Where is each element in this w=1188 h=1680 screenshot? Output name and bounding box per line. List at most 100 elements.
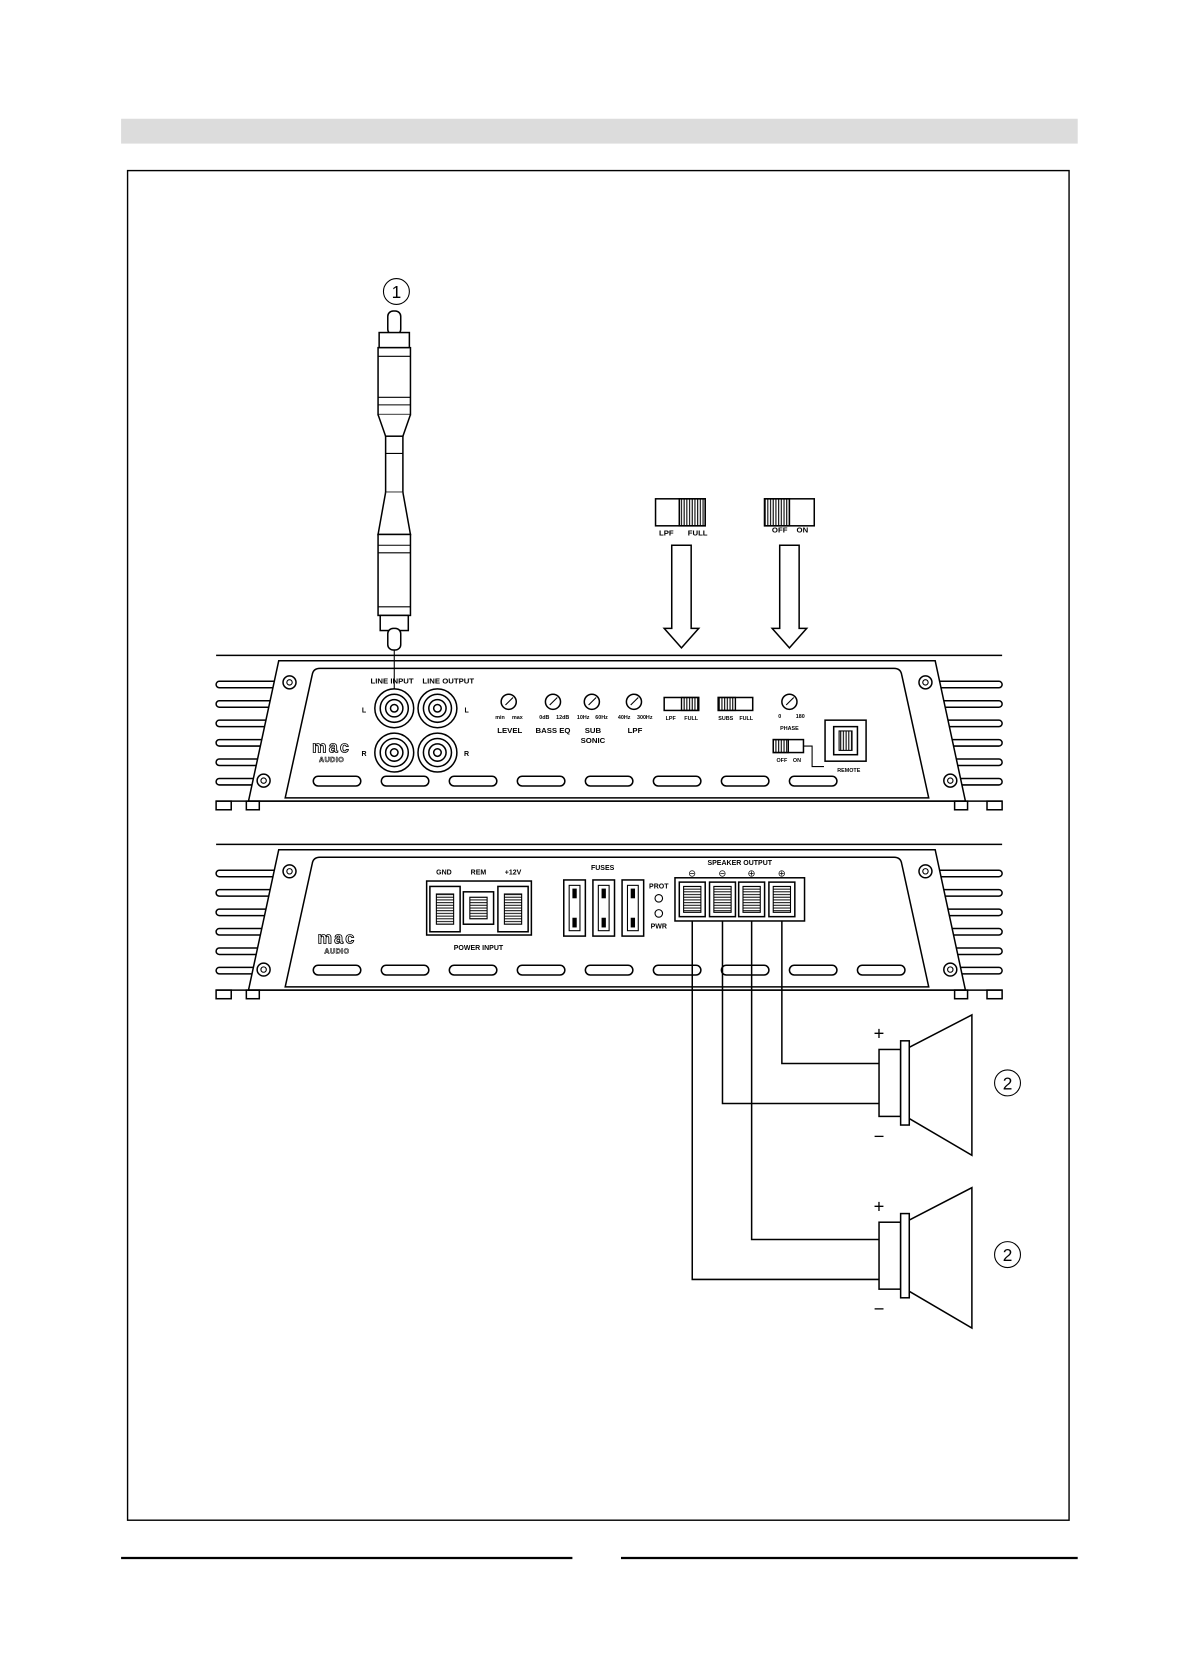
level-min-label: min	[495, 715, 505, 721]
amplifier-front-body	[216, 655, 1002, 809]
rca-top-pin	[388, 311, 401, 335]
remote-inset-slider	[765, 499, 790, 526]
amplifier-front-panel: mac AUDIO LINE INPUT LINE OUTPUT L L R R	[312, 676, 866, 774]
speaker-2: + −	[874, 1188, 972, 1328]
heat-sink-fin-left	[216, 740, 262, 746]
heat-sink-fin-right	[940, 870, 1003, 876]
panel-screw	[257, 963, 270, 976]
heat-sink-fin-left	[216, 701, 270, 707]
rca-bottom-pin	[388, 628, 401, 650]
line-output-r-jack	[418, 733, 457, 772]
chassis-foot	[987, 990, 1002, 999]
panel-screw	[283, 865, 296, 878]
panel-screw	[283, 676, 296, 689]
vent-slot	[381, 965, 429, 975]
vent-slot	[585, 965, 633, 975]
rca-cable-lead	[386, 436, 403, 492]
fuse-holder	[622, 880, 644, 936]
level-label: LEVEL	[497, 726, 522, 735]
speaker-1-minus-sign: −	[874, 1125, 885, 1146]
speaker-terminal-screw	[714, 886, 731, 912]
fuse-3	[622, 880, 644, 936]
speaker-cone	[909, 1188, 972, 1328]
lpf-max-label: 300Hz	[637, 715, 653, 721]
remote-down-arrow	[772, 545, 807, 648]
crossover-switch-slider	[681, 697, 698, 710]
panel-screw-head	[923, 869, 928, 874]
pwr-led	[655, 910, 663, 918]
speaker-2-plus-sign: +	[874, 1195, 885, 1216]
rca-bottom-body	[378, 534, 410, 615]
heat-sink-fin-left	[216, 870, 274, 876]
rca-top-strain-relief	[378, 415, 410, 437]
gnd-terminal-screw	[436, 894, 453, 924]
panel-screw-head	[287, 680, 292, 685]
vent-slot	[789, 776, 837, 786]
chassis-foot	[955, 990, 968, 999]
panel-screw	[919, 865, 932, 878]
level-max-label: max	[512, 715, 523, 721]
heat-sink-fin-left	[216, 890, 270, 896]
speaker-frame-plate	[901, 1041, 910, 1125]
input-channel-l-label: L	[362, 708, 367, 715]
callout-2-number: 2	[1003, 1245, 1013, 1265]
remote-port-label: REMOTE	[837, 768, 860, 774]
plus12v-label: +12V	[505, 870, 522, 877]
power-input-label: POWER INPUT	[454, 945, 504, 952]
chassis-foot	[246, 801, 259, 810]
crossover-switch-inset: LPF FULL	[656, 499, 708, 648]
heat-sink-fin-left	[216, 909, 266, 915]
vent-slot	[721, 776, 769, 786]
phase-min-label: 0	[778, 714, 781, 720]
line-output-label: LINE OUTPUT	[422, 676, 474, 685]
speaker-frame-plate	[901, 1214, 910, 1298]
lpf-min-label: 40Hz	[618, 715, 631, 721]
panel-screw-head	[948, 967, 953, 972]
heat-sink-fin-left	[216, 948, 257, 954]
remote-switch-inset: OFF ON	[765, 499, 815, 648]
phase-label: PHASE	[780, 726, 799, 732]
crossover-switch-right-label: FULL	[684, 716, 698, 722]
plus12v-terminal-screw	[504, 894, 521, 924]
vent-slot	[517, 965, 565, 975]
fuse-holder	[593, 880, 615, 936]
phase-max-label: 180	[796, 714, 805, 720]
vent-slot	[517, 776, 565, 786]
heat-sink-fin-right	[961, 967, 1003, 973]
diagram-frame	[128, 171, 1069, 1521]
callout-2-number: 2	[1003, 1073, 1013, 1093]
panel-screw-head	[287, 869, 292, 874]
heat-sink-fin-left	[216, 929, 262, 935]
heat-sink-fin-right	[956, 948, 1002, 954]
speaker-output-label: SPEAKER OUTPUT	[707, 860, 772, 867]
subs-switch-left-label: SUBS	[718, 716, 733, 722]
chassis-foot	[987, 801, 1002, 810]
rem-label: REM	[471, 870, 487, 877]
speaker-terminal-screw	[773, 886, 790, 912]
wire-terminal-2-to-speaker-1-minus	[722, 921, 879, 1103]
line-input-l-jack	[375, 689, 414, 728]
vent-slot	[653, 965, 701, 975]
fuse-contact	[631, 918, 635, 928]
output-channel-r-label: R	[464, 751, 469, 758]
line-input-label: LINE INPUT	[371, 676, 414, 685]
section-header-bar	[121, 119, 1078, 144]
fuse-contact	[572, 889, 576, 899]
speaker-terminal-screw	[684, 886, 701, 912]
heat-sink-fin-left	[216, 720, 266, 726]
input-channel-r-label: R	[361, 751, 366, 758]
vent-slot	[381, 776, 429, 786]
level-knob	[501, 694, 516, 709]
crossover-down-arrow	[664, 545, 699, 648]
speaker-output-terminal-block	[675, 878, 805, 921]
panel-screw-head	[261, 778, 266, 783]
pwr-led-label: PWR	[651, 924, 667, 931]
crossover-inset-right-label: FULL	[688, 529, 708, 538]
vent-slot	[313, 965, 361, 975]
chassis-foot	[216, 801, 231, 810]
rca-cable	[378, 311, 410, 689]
gnd-label: GND	[436, 870, 452, 877]
subs-switch-slider	[718, 697, 735, 710]
rem-terminal-screw	[470, 897, 487, 919]
speaker-magnet	[879, 1049, 901, 1116]
